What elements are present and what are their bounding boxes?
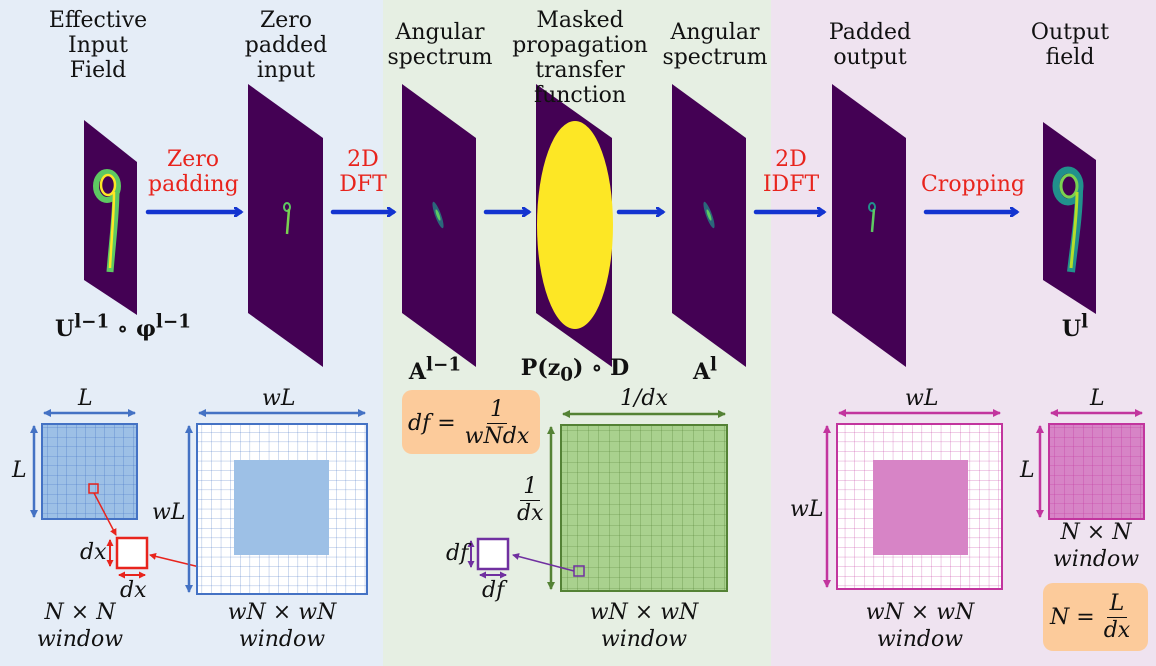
input-field-slab <box>84 120 137 315</box>
label-L-side: L <box>12 458 27 483</box>
df-formula-den: wNdx <box>464 423 530 449</box>
step-2d-dft: 2D DFT <box>339 147 387 197</box>
symbol-a-next-text: Al <box>692 355 718 386</box>
n-formula-den: dx <box>1103 617 1131 643</box>
zero-padded-slab <box>248 84 323 367</box>
header-effective-input: Effective Input Field <box>48 8 148 83</box>
output-field-slab <box>1043 122 1096 314</box>
step-zero-padding: Zero padding <box>148 147 239 197</box>
input-pixel-marker <box>88 483 99 494</box>
symbol-transfer: P(z0) ∘ D <box>510 355 640 385</box>
header-angular-spectrum-1: Angular spectrum <box>387 20 493 70</box>
spectrum-spot-2 <box>703 201 715 229</box>
angular-spectrum-slab-2 <box>672 84 746 367</box>
df-formula-box <box>402 390 540 454</box>
label-wnxwn: wN × wN <box>227 600 337 625</box>
label-window-5: window <box>1052 547 1140 572</box>
header-zero-padded: Zero padded input <box>244 8 328 83</box>
freq-pixel-zoom-box <box>476 537 510 571</box>
symbol-output-text: Ul <box>1061 312 1089 343</box>
digit-nine-output <box>1052 166 1084 273</box>
label-wL-top: wL <box>262 386 296 411</box>
symbol-input-field: Ul−1 ∘ φl−1 <box>55 312 191 342</box>
df-formula-lhs: df = <box>408 410 456 436</box>
label-window-4: window <box>876 627 964 652</box>
padded-output-slab <box>832 84 906 367</box>
label-L-top: L <box>78 386 93 411</box>
symbol-a-prev: Al−1 <box>405 355 465 385</box>
step-cropping: Cropping <box>920 172 1026 197</box>
label-L-top-2: L <box>1090 386 1105 411</box>
label-wL-side-2: wL <box>790 497 824 522</box>
digit-nine-input <box>93 169 121 273</box>
digit-nine-small <box>283 202 291 235</box>
label-window-3: window <box>600 627 688 652</box>
label-inv-dx-top: 1/dx <box>620 386 668 411</box>
n-formula-num: L <box>1106 591 1128 618</box>
pixel-zoom-box <box>115 536 149 570</box>
n-formula-lhs: N = <box>1050 604 1095 630</box>
header-angular-spectrum-2: Angular spectrum <box>662 20 768 70</box>
angular-spectrum-slab-1 <box>402 84 476 367</box>
df-formula-num: 1 <box>486 397 507 424</box>
header-masked-transfer: Masked propagation transfer function <box>512 8 648 108</box>
label-wnxwn-2: wN × wN <box>589 600 699 625</box>
header-padded-output: Padded output <box>828 20 912 70</box>
label-inv-dx-num: 1 <box>520 474 541 501</box>
label-dx-side: dx <box>80 540 107 565</box>
label-wL-side: wL <box>152 500 186 525</box>
yellow-mask-ellipse <box>537 121 613 329</box>
label-df-side: df <box>446 541 469 566</box>
symbol-a-prev-text: Al−1 <box>408 355 462 386</box>
label-nxn: N × N <box>44 600 116 625</box>
label-L-side-2: L <box>1020 458 1035 483</box>
label-inv-dx-den: dx <box>517 501 544 526</box>
digit-nine-output-small <box>868 202 876 233</box>
symbol-output: Ul <box>1045 312 1105 342</box>
label-window: window <box>36 627 124 652</box>
label-wnxwn-3: wN × wN <box>865 600 975 625</box>
label-dx-bottom: dx <box>120 578 147 603</box>
header-output-field: Output field <box>1030 20 1110 70</box>
label-nxn-2: N × N <box>1060 520 1132 545</box>
spectrum-spot-1 <box>432 201 444 229</box>
step-2d-idft: 2D IDFT <box>762 147 820 197</box>
n-formula-box <box>1043 583 1148 651</box>
label-wL-top-2: wL <box>905 386 939 411</box>
symbol-a-next: Al <box>680 355 730 385</box>
label-window-2: window <box>238 627 326 652</box>
symbol-transfer-text: P(z0) ∘ D <box>520 355 630 386</box>
label-df-bottom: df <box>482 578 505 603</box>
symbol-input-field-text: Ul−1 ∘ φl−1 <box>55 312 191 343</box>
